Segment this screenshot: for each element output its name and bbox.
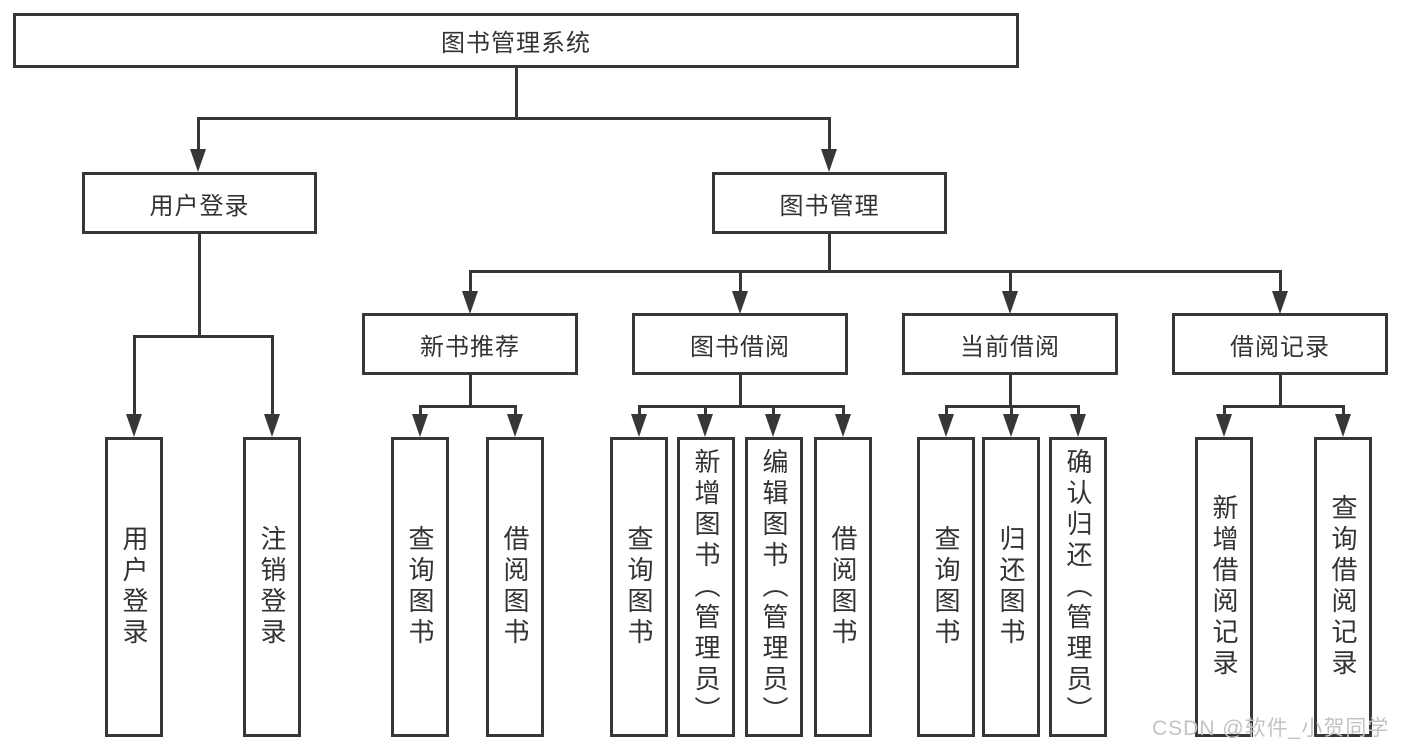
arrow-down-icon xyxy=(732,291,748,314)
connector-drop xyxy=(469,270,472,296)
arrow-down-icon xyxy=(697,414,713,437)
leaf-query-book-current: 查询图书 xyxy=(917,437,975,737)
connector-drop xyxy=(739,270,742,296)
arrow-down-icon xyxy=(938,414,954,437)
connector-userlogin-stem xyxy=(198,234,201,337)
leaf-user-login: 用户登录 xyxy=(105,437,163,737)
node-label: 图书管理系统 xyxy=(441,30,591,57)
leaf-label: 查询图书 xyxy=(931,525,961,649)
node-label: 用户登录 xyxy=(149,192,250,220)
connector-drop xyxy=(197,118,200,154)
connector-drop xyxy=(271,335,274,417)
arrow-down-icon xyxy=(1335,414,1351,437)
leaf-label: 编辑图书（管理员） xyxy=(759,447,789,727)
arrow-down-icon xyxy=(821,149,837,172)
node-book-management: 图书管理 xyxy=(712,172,947,234)
connector-drop xyxy=(1223,405,1226,417)
connector-drop xyxy=(945,405,948,417)
leaf-confirm-return-admin: 确认归还（管理员） xyxy=(1049,437,1107,737)
connector-drop xyxy=(828,118,831,154)
node-label: 当前借阅 xyxy=(960,333,1060,361)
leaf-label: 查询图书 xyxy=(405,525,435,649)
arrow-down-icon xyxy=(1272,291,1288,314)
connector-rail xyxy=(638,405,845,408)
arrow-down-icon xyxy=(1216,414,1232,437)
connector-drop xyxy=(704,405,707,417)
leaf-label: 归还图书 xyxy=(996,525,1026,649)
node-root-library-system: 图书管理系统 xyxy=(13,13,1019,68)
connector-drop xyxy=(1009,270,1012,296)
arrow-down-icon xyxy=(1070,414,1086,437)
connector-drop xyxy=(1010,405,1013,417)
leaf-label: 借阅图书 xyxy=(500,525,530,649)
connector-drop xyxy=(419,405,422,417)
arrow-down-icon xyxy=(462,291,478,314)
arrow-down-icon xyxy=(1003,414,1019,437)
leaf-label: 注销登录 xyxy=(257,525,287,649)
connector-drop xyxy=(1342,405,1345,417)
csdn-watermark: CSDN @软件_小贺同学 xyxy=(1152,717,1390,740)
leaf-query-book-borrowing: 查询图书 xyxy=(610,437,668,737)
connector-drop xyxy=(133,335,136,417)
connector-userlogin-rail xyxy=(133,335,274,338)
arrow-down-icon xyxy=(190,149,206,172)
arrow-down-icon xyxy=(507,414,523,437)
connector-root-rail xyxy=(197,117,831,120)
leaf-query-borrow-record: 查询借阅记录 xyxy=(1314,437,1372,737)
node-label: 新书推荐 xyxy=(420,333,520,361)
arrow-down-icon xyxy=(835,414,851,437)
leaf-label: 用户登录 xyxy=(119,525,149,649)
leaf-label: 借阅图书 xyxy=(828,525,858,649)
leaf-label: 新增借阅记录 xyxy=(1209,494,1239,680)
connector-bookmgmt-rail xyxy=(469,270,1282,273)
arrow-down-icon xyxy=(765,414,781,437)
connector-bookmgmt-stem xyxy=(828,234,831,272)
leaf-label: 新增图书（管理员） xyxy=(691,447,721,727)
arrow-down-icon xyxy=(412,414,428,437)
arrow-down-icon xyxy=(126,414,142,437)
leaf-return-book: 归还图书 xyxy=(982,437,1040,737)
connector-stem xyxy=(469,375,472,407)
arrow-down-icon xyxy=(264,414,280,437)
node-label: 借阅记录 xyxy=(1230,333,1330,361)
leaf-label: 查询图书 xyxy=(624,525,654,649)
node-current-borrowing: 当前借阅 xyxy=(902,313,1118,375)
leaf-label: 确认归还（管理员） xyxy=(1063,447,1093,727)
arrow-down-icon xyxy=(631,414,647,437)
connector-stem xyxy=(1279,375,1282,407)
leaf-borrow-book: 借阅图书 xyxy=(814,437,872,737)
node-label: 图书管理 xyxy=(779,192,880,220)
arrow-down-icon xyxy=(1002,291,1018,314)
connector-drop xyxy=(514,405,517,417)
leaf-borrow-book-recommend: 借阅图书 xyxy=(486,437,544,737)
leaf-label: 查询借阅记录 xyxy=(1328,494,1358,680)
leaf-edit-book-admin: 编辑图书（管理员） xyxy=(745,437,803,737)
leaf-add-book-admin: 新增图书（管理员） xyxy=(677,437,735,737)
connector-root-stem xyxy=(515,68,518,119)
connector-stem xyxy=(739,375,742,407)
connector-drop xyxy=(638,405,641,417)
leaf-add-borrow-record: 新增借阅记录 xyxy=(1195,437,1253,737)
connector-drop xyxy=(772,405,775,417)
node-borrowing-records: 借阅记录 xyxy=(1172,313,1388,375)
node-book-borrowing: 图书借阅 xyxy=(632,313,848,375)
connector-stem xyxy=(1009,375,1012,407)
node-label: 图书借阅 xyxy=(690,333,790,361)
node-new-book-recommendation: 新书推荐 xyxy=(362,313,578,375)
leaf-logout: 注销登录 xyxy=(243,437,301,737)
connector-drop xyxy=(842,405,845,417)
connector-drop xyxy=(1077,405,1080,417)
connector-rail xyxy=(419,405,517,408)
leaf-query-book-recommend: 查询图书 xyxy=(391,437,449,737)
connector-rail xyxy=(1223,405,1345,408)
node-user-login: 用户登录 xyxy=(82,172,317,234)
connector-drop xyxy=(1279,270,1282,296)
